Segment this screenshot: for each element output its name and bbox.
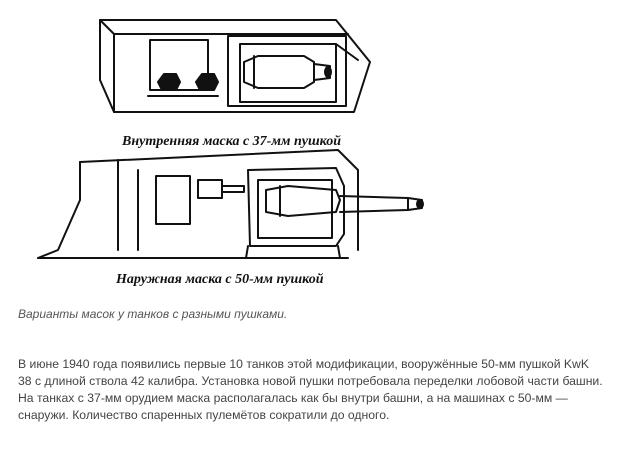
external-mantlet-drawing	[37, 149, 424, 259]
article-line: 38 с длиной ствола 42 калибра. Установка…	[18, 374, 603, 388]
caption-external-mantlet: Наружная маска с 50-мм пушкой	[116, 272, 324, 287]
caption-internal-mantlet: Внутренняя маска с 37-мм пушкой	[122, 134, 342, 149]
figure-caption: Варианты масок у танков с разными пушкам…	[18, 307, 288, 321]
article-line: В июне 1940 года появились первые 10 тан…	[18, 357, 589, 371]
mantlet-drawings	[37, 19, 424, 259]
article-line: На танках с 37-мм орудием маска располаг…	[18, 391, 568, 405]
turret-mantlet-figure: Внутренняя маска с 37-мм пушкой Наружная…	[18, 0, 622, 306]
article-paragraph: В июне 1940 года появились первые 10 тан…	[18, 356, 624, 424]
article-line: снаружи. Количество спаренных пулемётов …	[18, 408, 390, 422]
internal-mantlet-drawing	[99, 19, 371, 113]
